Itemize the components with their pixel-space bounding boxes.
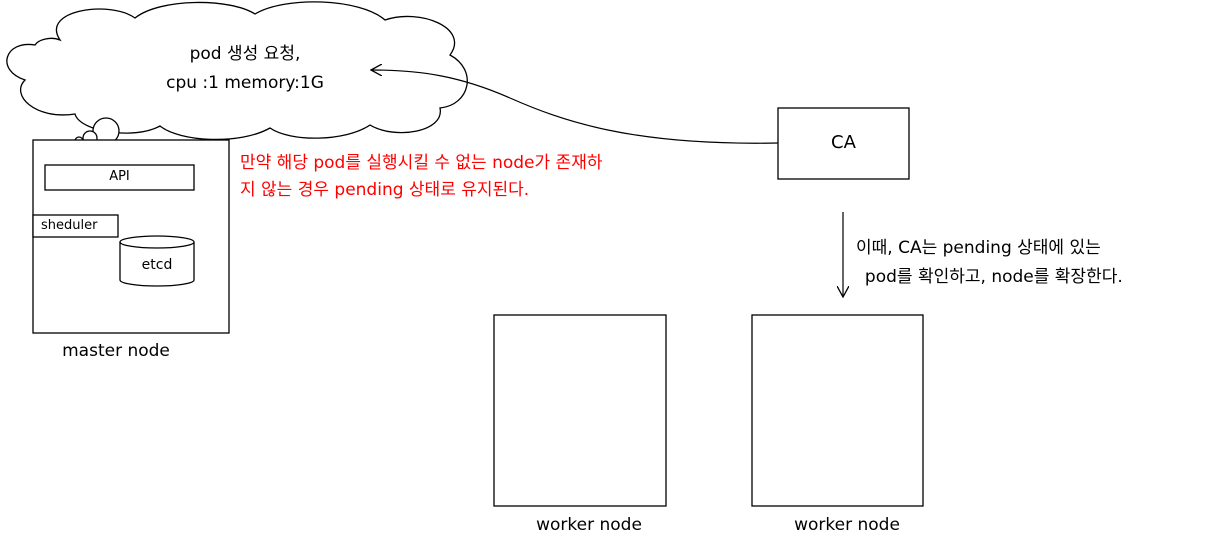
cloud-line-1: pod 생성 요청, [189,44,301,64]
pending-note-line-2: 지 않는 경우 pending 상태로 유지된다. [240,180,530,200]
master-node-caption: master node [62,341,170,361]
etcd-label: etcd [141,257,173,273]
pending-note: 만약 해당 pod를 실행시킬 수 없는 node가 존재하 지 않는 경우 p… [240,150,602,204]
worker-node-box-1 [493,314,667,507]
ca-note-line-1: 이때, CA는 pending 상태에 있는 [856,238,1101,258]
etcd-cylinder-icon [119,235,195,287]
ca-note: 이때, CA는 pending 상태에 있는 pod를 확인하고, node를 … [856,234,1123,292]
worker-node-caption-1: worker node [536,515,642,535]
ca-note-line-2: pod를 확인하고, node를 확장한다. [864,267,1123,287]
worker-node-box-2 [751,314,924,507]
ca-to-cloud-arrow [372,70,779,144]
cloud-line-2: cpu :1 memory:1G [166,73,324,93]
api-box [44,164,195,191]
worker-node-caption-2: worker node [794,515,900,535]
scheduler-label: sheduler [41,218,98,233]
api-label: API [109,169,130,184]
scheduler-box [32,214,119,238]
ca-label: CA [831,132,856,153]
ca-box [777,107,910,180]
thought-cloud [6,1,468,146]
pending-note-line-1: 만약 해당 pod를 실행시킬 수 없는 node가 존재하 [240,153,603,173]
cloud-text: pod 생성 요청, cpu :1 memory:1G [140,40,350,98]
